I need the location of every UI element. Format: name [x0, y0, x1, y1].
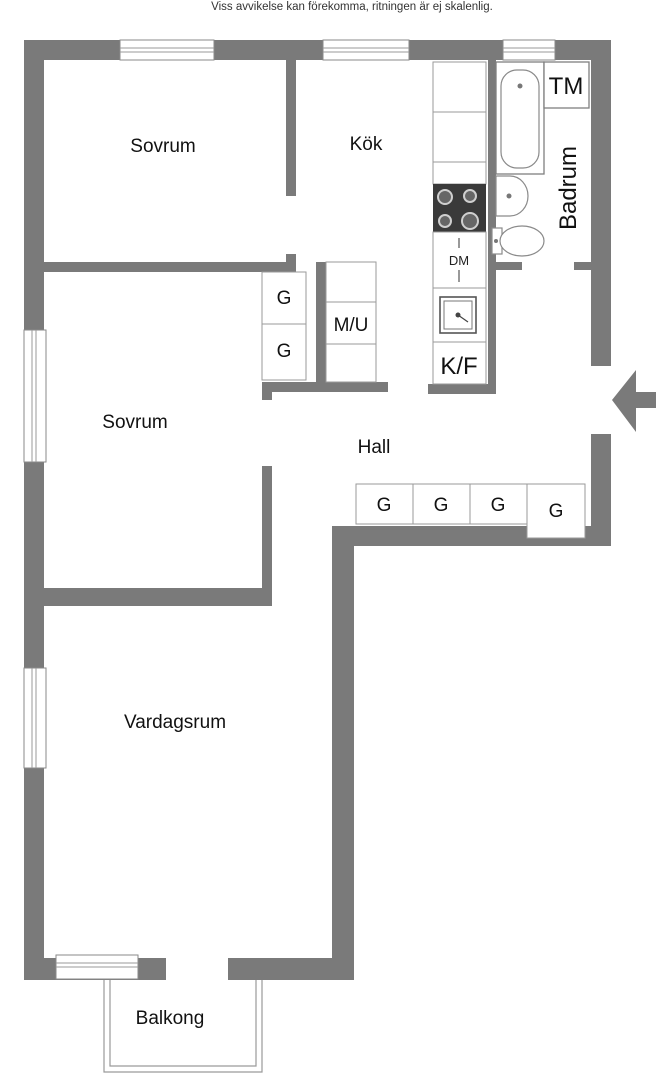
room-label-sovrum-mid: Sovrum [102, 412, 167, 433]
bathroom-label: Badrum [555, 146, 582, 230]
wardrobe-label: G [549, 501, 564, 522]
dishwasher-label: DM [449, 253, 469, 268]
room-label-hall: Hall [358, 437, 391, 458]
window-top-bathroom [502, 39, 556, 61]
wall-kitchen-bath [488, 60, 496, 392]
wardrobe-label: G [434, 495, 449, 516]
wall-bath-bottom-left [496, 262, 522, 270]
wall-living-right [332, 526, 354, 980]
wall-kitchen-bottom [428, 384, 496, 394]
bathroom-fixtures: TM Badrum [491, 61, 590, 257]
window-top-bedroom [119, 39, 215, 61]
wardrobe-hall: G G G G [355, 483, 586, 539]
wall-closet-stub [262, 382, 272, 400]
fridge-freezer-label: K/F [440, 353, 477, 380]
washbasin-icon [495, 175, 529, 217]
wall-bath-bottom-right [574, 262, 591, 270]
laundry-cabinet [543, 61, 590, 109]
window-left-living [23, 667, 47, 769]
window-top-kitchen [322, 39, 410, 61]
wall-right-lower [591, 434, 611, 546]
stove-icon [433, 184, 486, 232]
entrance-arrow-icon [612, 370, 656, 432]
wall-closet-side [316, 262, 326, 384]
wardrobe-label: G [491, 495, 506, 516]
windows [23, 39, 556, 980]
laundry-label: TM [549, 73, 584, 100]
wardrobe-label: G [377, 495, 392, 516]
wall-right-upper [591, 40, 611, 366]
room-label-vardagsrum: Vardagsrum [124, 712, 226, 733]
room-label-sovrum-top: Sovrum [130, 136, 195, 157]
disclaimer-text: Viss avvikelse kan förekomma, ritningen … [211, 1, 493, 13]
wall-bedroom-divider [44, 262, 288, 272]
wall-bottom-right [228, 958, 354, 980]
wardrobe-bedroom: G G [261, 271, 307, 381]
room-label-balkong: Balkong [136, 1008, 205, 1029]
wall-closet-bottom [262, 382, 388, 392]
sink-icon [439, 296, 477, 334]
bathtub-icon [495, 61, 545, 175]
wall-hall-bedroom [262, 466, 272, 606]
wall-left [24, 40, 44, 980]
toilet-icon [491, 225, 545, 257]
balcony [103, 980, 263, 1073]
micro-oven-label: M/U [334, 315, 369, 336]
wardrobe-label: G [277, 288, 292, 309]
wall-bedroom-kitchen [286, 60, 296, 196]
interior-walls [44, 60, 591, 606]
wardrobe-label: G [277, 341, 292, 362]
oven-column: M/U [325, 261, 377, 383]
wall-bedroom-living [44, 588, 272, 606]
window-left-bedroom [23, 329, 47, 463]
wall-wardrobe-top [286, 254, 296, 272]
room-label-kok: Kök [350, 134, 383, 155]
window-bottom-living [55, 954, 139, 980]
kitchen-counter: DM K/F [432, 61, 487, 385]
